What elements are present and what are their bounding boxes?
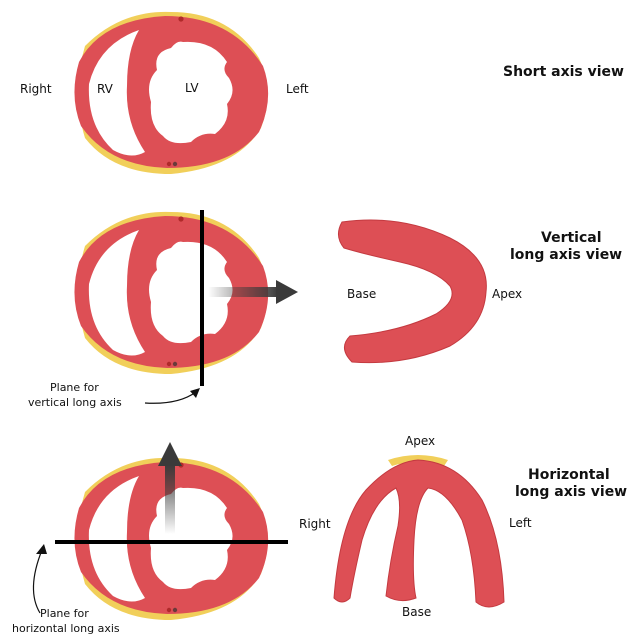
- vertical-label-apex: Apex: [492, 287, 522, 301]
- horizontal-plane-pointer-head: [36, 544, 47, 554]
- short-axis-title: Short axis view: [503, 64, 624, 80]
- vertical-title-line2: long axis view: [510, 247, 622, 263]
- horizontal-title-line1: Horizontal: [528, 467, 610, 483]
- short-axis-label-lv: LV: [185, 81, 199, 95]
- horizontal-plane-caption-line1: Plane for: [40, 607, 89, 620]
- vertical-label-base: Base: [347, 287, 376, 301]
- horizontal-label-base: Base: [402, 605, 431, 619]
- horizontal-label-apex: Apex: [405, 434, 435, 448]
- vertical-title-line1: Vertical: [541, 230, 602, 246]
- vertical-plane-pointer-head: [190, 388, 200, 398]
- horizontal-long-axis-heart: [334, 455, 504, 607]
- short-axis-label-rv: RV: [97, 82, 114, 96]
- horizontal-plane-pointer: [33, 550, 42, 613]
- horizontal-label-left: Left: [509, 516, 532, 530]
- horizontal-label-right: Right: [299, 517, 331, 531]
- short-axis-label-left: Left: [286, 82, 309, 96]
- short-axis-label-right: Right: [20, 82, 52, 96]
- vertical-plane-caption-line1: Plane for: [50, 381, 99, 394]
- horizontal-plane-caption-line2: horizontal long axis: [12, 622, 120, 635]
- vertical-plane-pointer: [145, 392, 196, 403]
- horizontal-title-line2: long axis view: [515, 484, 627, 500]
- vertical-plane-caption-line2: vertical long axis: [28, 396, 122, 409]
